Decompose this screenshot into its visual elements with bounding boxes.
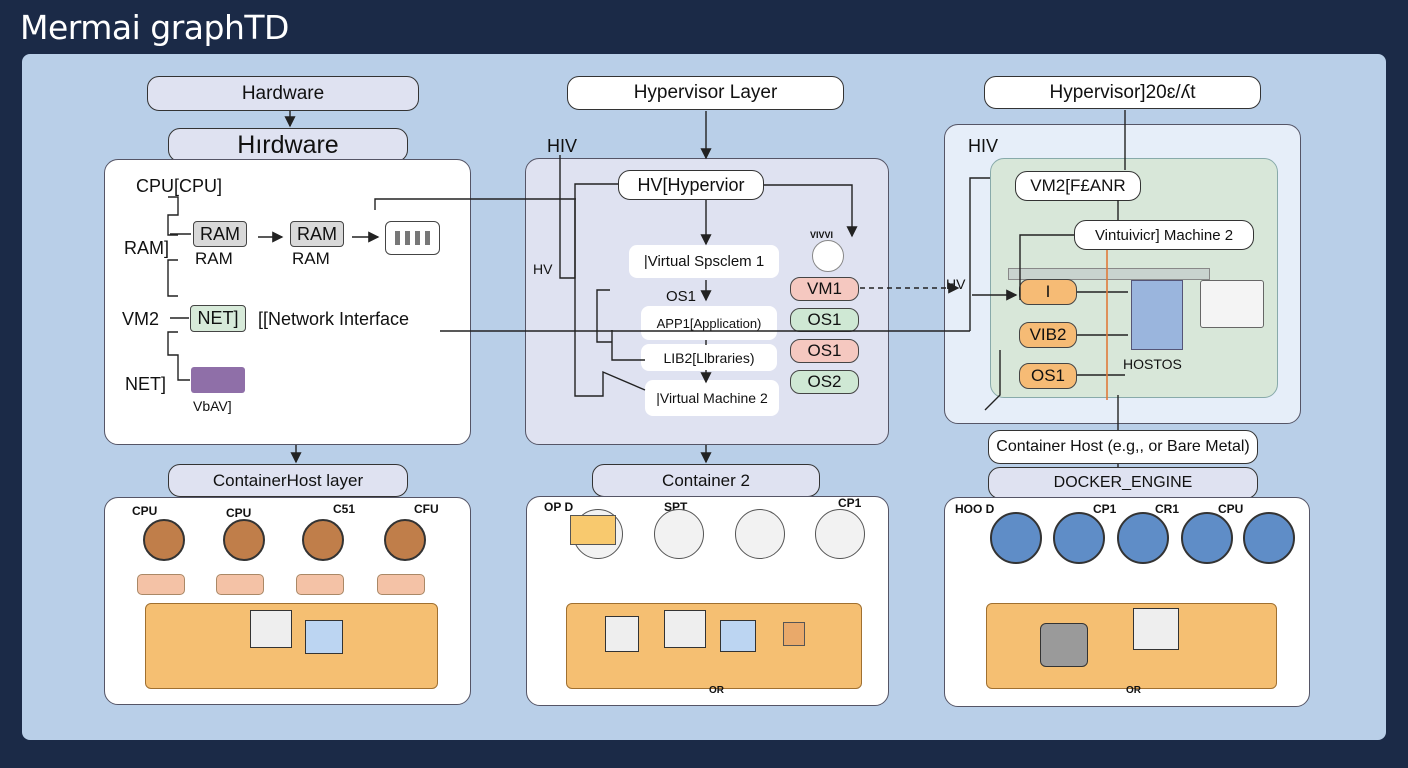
vib2-node: VIB2 [1019, 322, 1077, 348]
vm2-label: VM2 [122, 309, 160, 329]
document-icon [605, 616, 639, 652]
middle-label-1: OP D [544, 500, 574, 514]
virtual-machine-2-node: |Virtual Machine 2 [645, 380, 779, 416]
app1-node: APP1[Application) [641, 306, 777, 340]
docker-mascot-icon [990, 512, 1042, 564]
computer-icon [664, 610, 706, 648]
hardware-top-label: Hardware [147, 76, 419, 111]
right-label-1: HOO D [955, 502, 995, 516]
os1-node-b: OS1 [790, 339, 859, 363]
cpu-mascot-icon [384, 519, 426, 561]
ram-caption-1: RAM [195, 249, 233, 268]
docker-mascot-icon [1117, 512, 1169, 564]
virtual-system-1-node: |Virtual Spsclem 1 [629, 245, 779, 278]
vm2-fanr-node: VM2[F£ANR [1015, 171, 1141, 201]
computer-icon [250, 610, 292, 648]
hand-icon [783, 622, 805, 646]
memory-module-icon [385, 221, 440, 255]
middle-or-label: OR [709, 685, 724, 696]
left-cpu-label-3: C51 [333, 502, 356, 516]
container-plate [216, 574, 264, 595]
page-title: Mermai graphTD [20, 8, 289, 47]
right-label-3: CR1 [1155, 502, 1180, 516]
container-host-bare-metal-label: Container Host (e.g,, or Bare Metal) [988, 430, 1258, 464]
cpu-mascot-icon [302, 519, 344, 561]
server-stack-icon [1131, 280, 1183, 350]
os2-node: OS2 [790, 370, 859, 394]
ram-caption-2: RAM [292, 249, 330, 268]
docker-mascot-icon [1053, 512, 1105, 564]
hard-drive-icon [1040, 623, 1088, 667]
cpu-label: CPU[CPU] [136, 176, 223, 196]
network-switch-icon [191, 367, 245, 393]
os1-stack-label: OS1 [666, 288, 697, 305]
hardware-subgraph [104, 159, 471, 445]
cpu-mascot-icon [223, 519, 265, 561]
left-cpu-label-2: CPU [226, 506, 252, 520]
hypervisor-layer-label: Hypervisor Layer [567, 76, 844, 110]
globe-icon [735, 509, 785, 559]
lib2-node: LIB2[Llbraries) [641, 344, 777, 371]
window-icon [305, 620, 343, 654]
vivvi-label: VIVVI [810, 230, 834, 240]
middle-label-3: CP1 [838, 496, 862, 510]
network-interface-label: [[Network Interface [258, 309, 410, 329]
right-rail [1008, 268, 1210, 280]
docker-mascot-icon [1243, 512, 1295, 564]
play-node: I [1019, 279, 1077, 305]
net-node: NET] [190, 305, 246, 332]
folder-icon [570, 515, 616, 545]
container-host-layer-label: ContainerHost layer [168, 464, 408, 497]
docker-engine-tray [986, 603, 1277, 689]
container-plate [137, 574, 185, 595]
right-label-2: CP1 [1093, 502, 1117, 516]
globe-icon [654, 509, 704, 559]
vbav-label: VbAV] [193, 398, 232, 414]
hiv-label: HIV [547, 136, 578, 156]
screen-icon [1200, 280, 1264, 328]
robot-icon [812, 240, 844, 272]
container-plate [377, 574, 425, 595]
cpu-mascot-icon [143, 519, 185, 561]
left-cpu-label-1: CPU [132, 504, 158, 518]
hypervisor-2-label: Hypervisor]20ɛ/ʎt [984, 76, 1261, 109]
ram-label: RAM] [124, 238, 169, 258]
hv-hypervisor-node: HV[Hypervior [618, 170, 764, 200]
globe-icon [815, 509, 865, 559]
right-label-4: CPU [1218, 502, 1244, 516]
net-label: NET] [125, 374, 167, 394]
hardware-tab: Hırdware [168, 128, 408, 162]
right-or-label: OR [1126, 685, 1141, 696]
hostos-label: HOSTOS [1123, 356, 1182, 372]
virtual-machine-2-right: Vintuivicr] Machine 2 [1074, 220, 1254, 250]
os1-right-node: OS1 [1019, 363, 1077, 389]
container-plate [296, 574, 344, 595]
right-hiv-label: HIV [968, 136, 999, 156]
os1-node-a: OS1 [790, 308, 859, 332]
hv-label: HV [533, 261, 553, 277]
ram-node-2: RAM [290, 221, 344, 247]
ram-node-1: RAM [193, 221, 247, 247]
left-cpu-label-4: CFU [414, 502, 439, 516]
computer-icon [1133, 608, 1179, 650]
window-icon [720, 620, 756, 652]
vm1-node: VM1 [790, 277, 859, 301]
docker-mascot-icon [1181, 512, 1233, 564]
